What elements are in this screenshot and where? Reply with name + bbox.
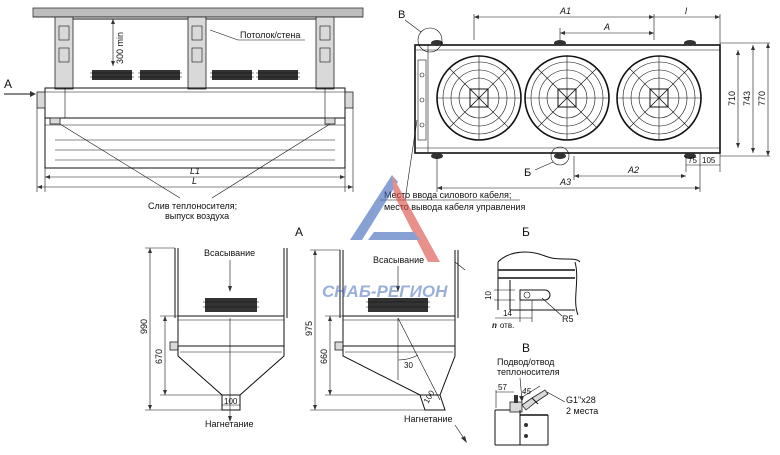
dim-57: 57 (498, 383, 507, 392)
callout-b-circle (550, 146, 570, 166)
detail-v: В Подвод/отвод теплоносителя 57 45 G1"x2… (494, 341, 598, 446)
label-cable-line1: Место ввода силового кабеля; (384, 190, 511, 200)
drain-tray-front (44, 117, 346, 169)
ceiling-slab (32, 7, 364, 18)
label-drain-line2: выпуск воздуха (165, 211, 229, 221)
callout-b-label: Б (524, 167, 531, 179)
callout-v-circle (417, 27, 443, 53)
label-cable-line2: место вывода кабеля управления (384, 202, 525, 212)
detail-v-title: В (522, 341, 530, 355)
dim-75: 75 (688, 156, 697, 165)
front-view: 300 min Потолок/стена (4, 7, 364, 221)
label-discharge-1: Нагнетание (205, 419, 254, 429)
fan-top-3 (210, 70, 254, 80)
fan-plan-1 (436, 55, 522, 141)
label-drain-line1: Слив теплоносителя; (148, 201, 237, 211)
dim-670: 670 (154, 349, 164, 364)
dim-a2: A2 (627, 165, 639, 175)
mount-slots-top (431, 40, 696, 46)
watermark-text: СНАБ-РЕГИОН (322, 282, 448, 301)
plan-view: В Б A1 A l 710 743 770 (380, 6, 770, 212)
label-discharge-2: Нагнетание (404, 414, 453, 424)
dim-a3: A3 (559, 177, 571, 187)
dim-100-a: 100 (224, 397, 238, 406)
unit-body-plan (414, 44, 721, 154)
dim-14: 14 (503, 309, 512, 318)
dim-a: A (603, 22, 610, 32)
mount-slots-bottom (431, 153, 696, 159)
dim-a1: A1 (559, 6, 571, 16)
callout-v-label: В (398, 9, 405, 21)
dim-990: 990 (139, 319, 149, 334)
dim-l1: L1 (190, 166, 200, 176)
bracket-left (54, 16, 74, 90)
dim-300-min: 300 min (115, 32, 125, 64)
dim-660: 660 (319, 349, 329, 364)
dim-770: 770 (757, 91, 767, 106)
fan-plan-2 (524, 55, 610, 141)
dim-r5: R5 (562, 314, 574, 324)
dim-30: 30 (404, 361, 413, 370)
bracket-mid (187, 16, 207, 90)
detail-b-title: Б (522, 225, 530, 239)
watermark-logo: СНАБ-РЕГИОН (322, 175, 448, 301)
n-holes-n: n (492, 321, 497, 330)
dim-710: 710 (727, 91, 737, 106)
dim-975: 975 (304, 321, 314, 336)
view-a-title: А (295, 225, 303, 239)
label-suction-2: Всасывание (373, 255, 424, 265)
fan-top-2 (138, 70, 182, 80)
unit-body-front (44, 87, 346, 119)
dim-105: 105 (702, 156, 716, 165)
dim-45: 45 (522, 387, 531, 396)
label-supply-line2: теплоносителя (497, 367, 560, 377)
label-two-places: 2 места (566, 406, 598, 416)
label-supply-line1: Подвод/отвод (497, 357, 555, 367)
label-suction-1: Всасывание (204, 248, 255, 258)
side-view-2: А Всасывание 100 30 Нагнетание (295, 225, 467, 443)
fan-plan-3 (616, 55, 702, 141)
dim-10: 10 (484, 291, 493, 300)
fan-top-1 (90, 70, 134, 80)
dim-743: 743 (742, 91, 752, 106)
dim-l: L (192, 176, 197, 186)
dim-g1: G1"x28 (566, 395, 596, 405)
fan-top-4 (256, 70, 300, 80)
bracket-right (315, 16, 335, 90)
n-holes-rest: отв. (500, 321, 514, 330)
dim-l-small: l (685, 6, 688, 16)
label-ceiling-wall: Потолок/стена (240, 30, 300, 40)
side-view-1: Всасывание 100 Нагнетание 990 670 (139, 247, 288, 429)
view-a-arrow-label: A (4, 77, 12, 91)
dim-100-b: 100 (422, 388, 437, 405)
